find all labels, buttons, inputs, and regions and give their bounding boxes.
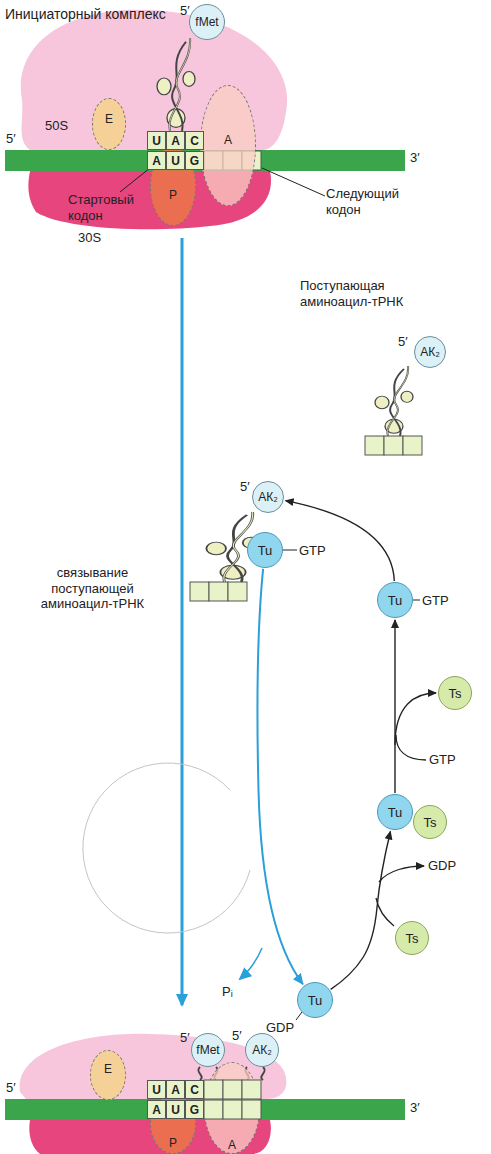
codon-box: U <box>166 1100 185 1119</box>
node-text: U <box>152 1084 161 1096</box>
text-label: GTP <box>299 543 339 559</box>
factor-circle: Tu <box>377 794 413 830</box>
node-text: G <box>190 1104 199 1116</box>
text-label: 5′ <box>180 3 200 19</box>
site-oval: A <box>200 85 256 206</box>
node-text: Ts <box>449 687 462 700</box>
amino-acid-circle: fMet <box>189 4 225 40</box>
connector <box>394 620 395 793</box>
site-oval: E <box>92 98 126 150</box>
node-text: P <box>151 1137 195 1149</box>
text-label: 5′ <box>6 1080 26 1096</box>
text-label: 50S <box>45 118 85 134</box>
text-label: 5′ <box>398 334 418 350</box>
text-label: Стартовый кодон <box>68 192 148 223</box>
text-label: Следующий кодон <box>326 186 416 217</box>
codon-box: U <box>166 151 185 170</box>
connector <box>257 569 302 984</box>
node-text: E <box>93 113 125 125</box>
codon-box: C <box>185 1080 204 1099</box>
text-label: Pᵢ <box>222 984 242 1000</box>
factor-circle: Tu <box>297 982 333 1018</box>
codon-box: G <box>185 151 204 170</box>
node-text: АК₂ <box>252 1044 272 1056</box>
node-text: A <box>152 155 161 167</box>
node-text: A <box>205 1139 259 1151</box>
codon-box: A <box>147 151 166 170</box>
site-oval: E <box>90 1050 126 1100</box>
factor-circle: Tu <box>377 582 413 618</box>
site-oval: A <box>204 1062 260 1154</box>
node-text: C <box>190 135 199 147</box>
node-text: Ts <box>406 932 419 945</box>
node-text: P <box>151 189 195 201</box>
factor-circle: Ts <box>438 676 472 710</box>
node-text: A <box>201 134 255 146</box>
text-label: GDP <box>266 1020 306 1036</box>
node-text: U <box>171 1104 180 1116</box>
node-text: fMet <box>195 16 218 28</box>
text-label: связывание поступающей аминоацил-тРНК <box>25 565 160 612</box>
codon-box: G <box>185 1100 204 1119</box>
factor-circle: Ts <box>395 921 429 955</box>
node-text: Ts <box>424 816 437 829</box>
amino-acid-circle: АК₂ <box>414 336 446 368</box>
amino-acid-circle: fMet <box>191 1033 225 1067</box>
node-text: E <box>91 1063 125 1075</box>
node-text: fMet <box>196 1044 219 1056</box>
connector <box>286 501 395 581</box>
node-text: G <box>190 155 199 167</box>
node-text: АК₂ <box>420 346 440 358</box>
text-label: GDP <box>428 858 468 874</box>
node-text: U <box>171 155 180 167</box>
text-label: 3′ <box>410 150 430 166</box>
text-label: GTP <box>429 752 469 768</box>
text-label: 3′ <box>410 1100 430 1116</box>
node-text: A <box>171 135 180 147</box>
node-text: Tu <box>308 994 323 1007</box>
node-text: A <box>171 1084 180 1096</box>
node-text: Tu <box>388 594 403 607</box>
codon-box: A <box>166 131 185 150</box>
codon-box: A <box>147 1100 166 1119</box>
connector <box>331 832 391 990</box>
text-label: GTP <box>422 593 462 609</box>
node-text: U <box>152 135 161 147</box>
text-label: 5′ <box>240 479 260 495</box>
factor-circle: Tu <box>247 532 283 568</box>
factor-circle: Ts <box>413 805 447 839</box>
text-label: Инициаторный комплекс <box>5 6 180 23</box>
codon-box: C <box>185 131 204 150</box>
node-text: A <box>152 1104 161 1116</box>
codon-box: U <box>147 1080 166 1099</box>
node-text: АК₂ <box>258 491 278 503</box>
text-label: 5′ <box>180 1030 200 1046</box>
amino-acid-circle: АК₂ <box>245 1033 279 1067</box>
text-label: 5′ <box>6 131 26 147</box>
amino-acid-circle: АК₂ <box>252 481 284 513</box>
text-label: 30S <box>78 230 118 246</box>
text-label: Поступающая аминоацил-тРНК <box>300 278 425 309</box>
node-text: Tu <box>388 806 403 819</box>
node-text: C <box>190 1084 199 1096</box>
text-label: 5′ <box>232 1028 248 1044</box>
node-text: Tu <box>258 544 273 557</box>
codon-box: A <box>166 1080 185 1099</box>
codon-box: U <box>147 131 166 150</box>
